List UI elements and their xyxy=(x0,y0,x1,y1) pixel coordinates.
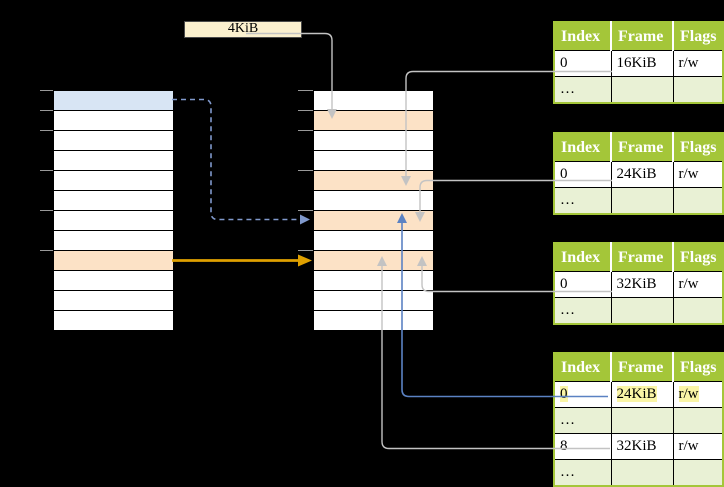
page-table-bottom-cell-3-1 xyxy=(610,459,674,487)
page-table-16kib-cell-1-2 xyxy=(672,76,724,104)
left-column-ticks xyxy=(40,90,53,251)
physical-memory-column-row-2 xyxy=(314,131,433,151)
page-table-bottom-header-index: Index xyxy=(554,353,611,382)
highlighted-value: r/w xyxy=(678,386,699,402)
page-table-32kib-cell-0-0: 0 xyxy=(553,271,612,298)
virtual-memory-column-row-2 xyxy=(54,131,173,151)
page-table-32kib-cell-0-2: r/w xyxy=(672,271,724,298)
physical-memory-column-row-9 xyxy=(314,271,433,291)
page-table-16kib-cell-1-0: … xyxy=(553,76,612,104)
page-table-32kib-cell-1-2 xyxy=(672,297,724,325)
middle-column-ticks xyxy=(298,90,313,251)
physical-memory-column-row-11 xyxy=(314,311,433,330)
virtual-memory-column-row-10 xyxy=(54,291,173,311)
page-table-24kib-cell-0-1: 24KiB xyxy=(610,161,674,188)
virtual-memory-column-row-11 xyxy=(54,311,173,330)
page-table-bottom-row-1: … xyxy=(553,407,724,434)
page-table-16kib-header-frame: Frame xyxy=(610,22,673,51)
page-table-24kib-cell-0-0: 0 xyxy=(553,161,612,188)
page-table-bottom-cell-1-2 xyxy=(672,407,724,434)
virtual-memory-column-row-8 xyxy=(54,251,173,271)
virtual-memory-column-row-4 xyxy=(54,171,173,191)
page-table-bottom-cell-2-1: 32KiB xyxy=(610,433,674,460)
page-table-16kib-cell-0-0: 0 xyxy=(553,50,612,77)
page-table-bottom-cell-3-2 xyxy=(672,459,724,487)
page-table-bottom-header-frame: Frame xyxy=(610,353,673,382)
page-table-16kib-cell-0-1: 16KiB xyxy=(610,50,674,77)
page-table-bottom-cell-1-0: … xyxy=(553,407,612,434)
highlighted-value: 24KiB xyxy=(616,386,657,402)
page-table-32kib-header-index: Index xyxy=(554,243,611,272)
page-table-32kib-cell-0-1: 32KiB xyxy=(610,271,674,298)
page-table-bottom-row-3: … xyxy=(553,459,724,487)
virtual-memory-column-row-5 xyxy=(54,191,173,211)
physical-memory-column-row-5 xyxy=(314,191,433,211)
virtual-memory-column xyxy=(53,90,174,331)
page-table-24kib-cell-0-2: r/w xyxy=(672,161,724,188)
virtual-memory-column-row-9 xyxy=(54,271,173,291)
page-table-24kib-cell-1-1 xyxy=(610,187,674,215)
physical-memory-column-row-1 xyxy=(314,111,433,131)
page-table-24kib-header-flags: Flags xyxy=(672,133,723,162)
page-table-24kib-header-index: Index xyxy=(554,133,611,162)
arrow-virtual-to-table xyxy=(172,98,310,225)
virtual-memory-column-row-7 xyxy=(54,231,173,251)
physical-memory-column-row-7 xyxy=(314,231,433,251)
physical-memory-column-row-8 xyxy=(314,251,433,271)
physical-memory-column xyxy=(313,90,434,331)
physical-memory-column-row-10 xyxy=(314,291,433,311)
page-table-32kib-header-frame: Frame xyxy=(610,243,673,272)
page-table-16kib-cell-0-2: r/w xyxy=(672,50,724,77)
page-size-label: 4KiB xyxy=(227,21,259,36)
page-table-bottom-row-0: 0 24KiB r/w xyxy=(553,381,724,408)
page-table-16kib-row-1: … xyxy=(553,76,724,104)
page-table-bottom-cell-0-2: r/w xyxy=(672,381,724,408)
page-table-24kib-cell-1-0: … xyxy=(553,187,612,215)
page-table-bottom-cell-0-1: 24KiB xyxy=(610,381,674,408)
page-table-bottom-cell-2-2: r/w xyxy=(672,433,724,460)
page-table-32kib-cell-1-0: … xyxy=(553,297,612,325)
physical-memory-column-row-6 xyxy=(314,211,433,231)
virtual-memory-column-row-0 xyxy=(54,91,173,111)
virtual-memory-column-row-1 xyxy=(54,111,173,131)
highlighted-value: 0 xyxy=(560,386,568,402)
page-table-24kib-row-1: … xyxy=(553,187,724,215)
page-table-32kib-row-1: … xyxy=(553,297,724,325)
page-table-24kib-cell-1-2 xyxy=(672,187,724,215)
page-table-16kib-header-flags: Flags xyxy=(672,22,723,51)
page-table-16kib-header-index: Index xyxy=(554,22,611,51)
page-table-bottom-header-flags: Flags xyxy=(672,353,723,382)
virtual-memory-column-row-3 xyxy=(54,151,173,171)
physical-memory-column-row-3 xyxy=(314,151,433,171)
page-table-24kib-header-frame: Frame xyxy=(610,133,673,162)
page-table-bottom-cell-2-0: 8 xyxy=(553,433,612,460)
page-table-16kib-cell-1-1 xyxy=(610,76,674,104)
page-table-bottom-cell-0-0: 0 xyxy=(553,381,612,408)
physical-memory-column-row-4 xyxy=(314,171,433,191)
virtual-memory-column-row-6 xyxy=(54,211,173,231)
page-table-bottom-cell-1-1 xyxy=(610,407,674,434)
page-size-box: 4KiB xyxy=(184,21,302,38)
physical-memory-column-row-0 xyxy=(314,91,433,111)
page-table-32kib-cell-1-1 xyxy=(610,297,674,325)
page-table-32kib-header-flags: Flags xyxy=(672,243,723,272)
page-table-bottom-cell-3-0: … xyxy=(553,459,612,487)
arrow-mapping-gold xyxy=(172,254,312,267)
